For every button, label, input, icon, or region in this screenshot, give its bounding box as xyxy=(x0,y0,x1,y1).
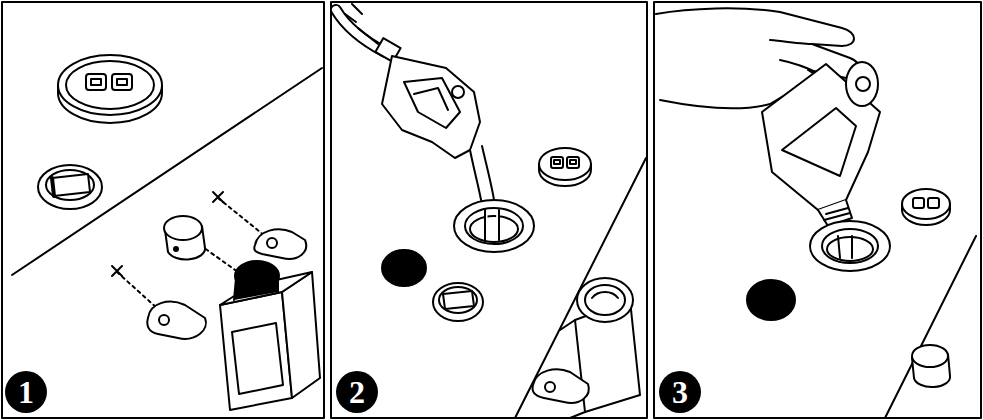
mount-flange xyxy=(254,229,306,259)
slotted-cap xyxy=(86,74,106,90)
divider-line xyxy=(515,158,646,418)
pour-bottle xyxy=(782,108,856,176)
canister xyxy=(592,292,618,298)
fuel-nozzle xyxy=(452,86,464,98)
slotted-cap xyxy=(66,61,154,109)
slotted-cap xyxy=(567,157,579,168)
filler-ring xyxy=(470,216,518,242)
black-cap xyxy=(382,250,426,286)
slotted-cap xyxy=(58,55,162,115)
slotted-cap xyxy=(902,189,950,219)
flap-cap xyxy=(46,170,94,200)
canister xyxy=(220,261,320,410)
black-cap xyxy=(382,250,426,286)
slotted-cap xyxy=(539,148,591,180)
filler-ring xyxy=(810,221,890,271)
adapter-cylinder xyxy=(174,247,178,251)
slotted-cap xyxy=(913,198,924,208)
flap-cap xyxy=(38,165,102,209)
slotted-cap xyxy=(554,160,560,164)
fuel-nozzle xyxy=(414,88,448,110)
adapter-cylinder xyxy=(912,345,948,367)
divider-line xyxy=(12,68,322,275)
mount-flange xyxy=(147,302,206,339)
slotted-cap xyxy=(902,189,950,225)
flap-cap xyxy=(443,291,474,309)
filler-ring xyxy=(454,200,534,252)
slotted-cap xyxy=(91,79,101,85)
canister xyxy=(577,278,633,322)
filler-ring xyxy=(838,236,852,258)
mount-flange xyxy=(159,315,169,325)
slotted-cap xyxy=(539,148,591,186)
slotted-cap xyxy=(928,198,939,208)
filler-ring xyxy=(486,212,498,238)
flap-cap xyxy=(439,287,477,313)
callout-number: 1 xyxy=(5,371,47,413)
canister xyxy=(232,323,283,394)
slotted-cap xyxy=(117,79,127,85)
canister xyxy=(532,369,588,403)
fuel-hose xyxy=(345,4,378,44)
adapter-cylinder xyxy=(164,216,205,260)
dashed-guide xyxy=(213,192,223,202)
canister xyxy=(282,272,320,398)
callout-number: 3 xyxy=(659,371,701,413)
fuel-nozzle xyxy=(404,78,460,128)
flap-cap xyxy=(38,165,102,209)
slotted-cap xyxy=(112,74,132,90)
flap-cap xyxy=(433,283,483,321)
pour-bottle xyxy=(824,208,850,220)
panel-frame xyxy=(654,2,981,418)
hand xyxy=(770,40,820,74)
pour-bottle xyxy=(856,77,870,91)
callout-number: 2 xyxy=(336,371,378,413)
panel-frame xyxy=(331,2,647,418)
filler-ring xyxy=(454,200,534,252)
flap-cap xyxy=(52,178,54,196)
fuel-nozzle xyxy=(382,56,480,158)
slotted-cap xyxy=(551,157,563,168)
filler-ring xyxy=(822,229,878,263)
filler-ring xyxy=(810,221,890,271)
adapter-cylinder xyxy=(912,345,950,387)
fuel-hose xyxy=(336,4,401,62)
black-cap xyxy=(747,280,795,320)
pour-bottle xyxy=(846,62,878,106)
canister xyxy=(235,261,279,291)
dashed-guide xyxy=(112,266,122,276)
flap-cap xyxy=(52,174,90,196)
canister xyxy=(532,278,640,418)
filler-ring xyxy=(485,210,499,240)
black-cap xyxy=(747,280,795,320)
canister xyxy=(220,292,292,410)
panel-frame xyxy=(2,2,324,418)
flap-cap xyxy=(433,283,483,321)
filler-ring xyxy=(465,208,523,244)
slotted-cap xyxy=(58,55,162,123)
canister xyxy=(545,382,555,392)
filler-ring xyxy=(827,237,873,261)
canister xyxy=(585,285,625,315)
divider-line xyxy=(885,236,976,418)
adapter-cylinder xyxy=(164,216,202,240)
mount-flange xyxy=(267,238,277,248)
slotted-cap xyxy=(570,160,576,164)
